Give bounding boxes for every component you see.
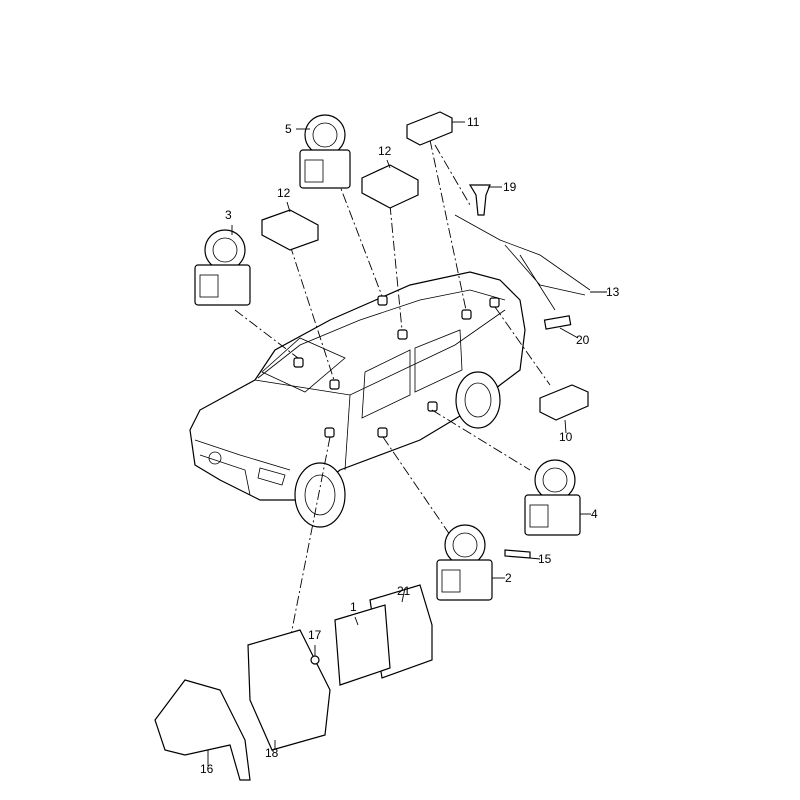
nut-17 [310,655,320,665]
callout-1: 1 [350,600,357,614]
bracket-16 [154,679,251,781]
callout-leaders [207,121,607,766]
callout-5: 5 [285,122,292,136]
bracket-18 [247,629,331,751]
callout-17: 17 [308,628,322,642]
window-motor-4 [524,459,581,536]
callout-3: 3 [225,208,232,222]
callout-21: 21 [397,584,411,598]
window-motor-3 [194,229,251,306]
harness-13 [454,214,591,311]
clip-19 [468,184,491,216]
callout-13: 13 [606,285,620,299]
callout-11: 11 [467,115,480,129]
module-12-rear [361,164,419,209]
car-illustration [189,271,526,528]
callout-20: 20 [576,333,590,347]
callout-4: 4 [591,507,598,521]
module-12-front [261,209,319,251]
location-markers [293,295,500,438]
pad-20 [543,315,572,330]
callout-2: 2 [505,571,512,585]
callout-12-front: 12 [277,186,291,200]
window-motor-2 [436,524,493,601]
window-motor-5 [299,114,351,189]
callout-10: 10 [559,430,573,444]
callout-18: 18 [265,746,279,760]
sensor-11 [406,111,453,146]
callout-12-rear: 12 [378,144,392,158]
screw-15 [504,549,531,559]
callout-16: 16 [200,762,214,776]
callout-19: 19 [503,180,517,194]
sensor-10 [539,384,589,421]
control-unit-1 [334,604,391,686]
callout-15: 15 [538,552,552,566]
dashed-leaders [234,139,551,641]
